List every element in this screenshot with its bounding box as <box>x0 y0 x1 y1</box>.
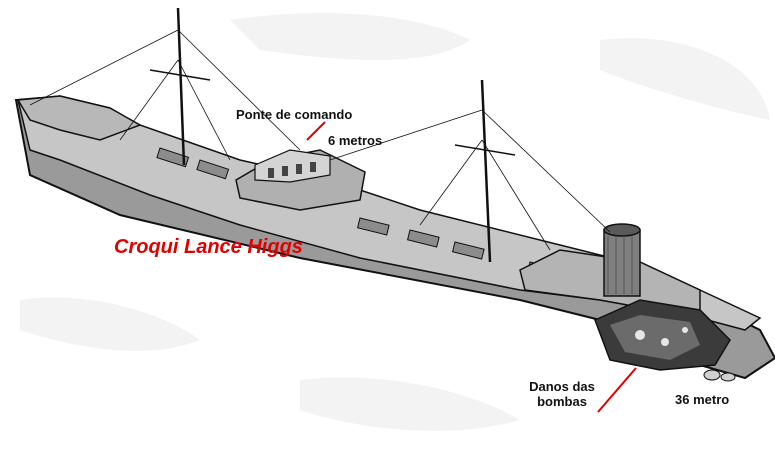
seabed-debris <box>703 369 736 382</box>
bridge-label: Ponte de comando <box>236 107 353 122</box>
stern-depth-label: 36 metro <box>675 392 730 407</box>
bridge-superstructure <box>235 149 366 211</box>
bridge-pointer-line <box>306 121 326 141</box>
bridge-depth-label: 6 metros <box>328 133 383 148</box>
funnel <box>603 223 641 297</box>
sketch-title: Croqui Lance Higgs <box>114 236 303 258</box>
damage-label-line2: bombas <box>537 394 587 409</box>
damage-label-line1: Danos das <box>529 379 595 394</box>
forecastle <box>16 95 142 141</box>
foremast <box>29 7 301 166</box>
mainmast <box>329 79 611 263</box>
damage-pointer-line <box>597 367 637 413</box>
background-shading <box>20 12 770 431</box>
bomb-damage <box>594 299 731 371</box>
damage-label: Danos das bombas <box>524 379 600 409</box>
